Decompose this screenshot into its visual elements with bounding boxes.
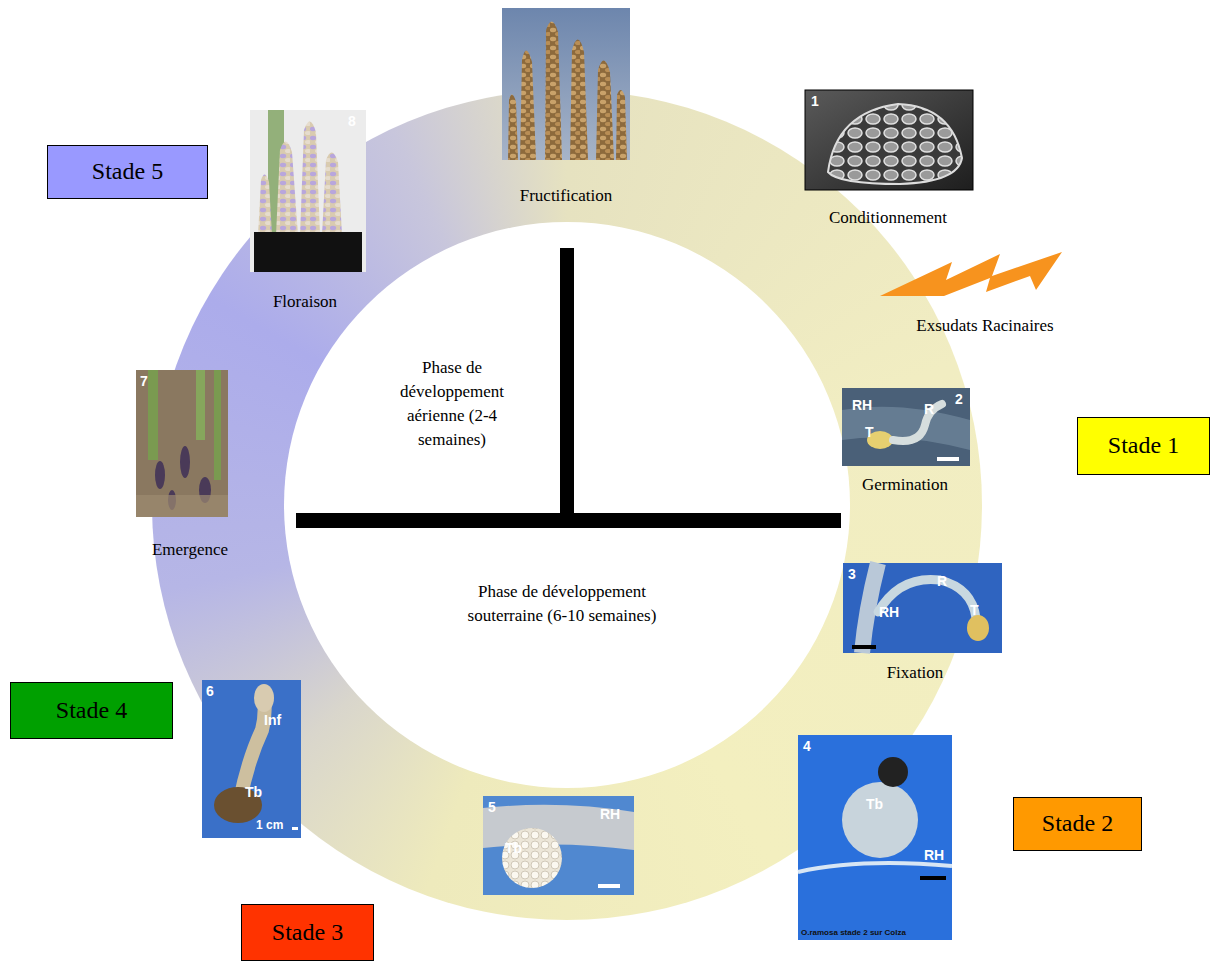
stage-label: Stade 2 xyxy=(1042,810,1113,838)
photo-part-label: Tb xyxy=(245,784,262,800)
photo-number: 4 xyxy=(803,738,811,754)
photo-part-label: T xyxy=(970,602,979,618)
photo-number: 3 xyxy=(848,566,856,582)
photo-part-label: RH xyxy=(852,397,872,413)
stage-box: Stade 5 xyxy=(47,145,208,199)
stage-box: Stade 4 xyxy=(10,682,173,739)
photo-number: 6 xyxy=(206,683,214,699)
stage-caption: Floraison xyxy=(225,292,385,312)
stage-caption: Emergence xyxy=(110,540,270,560)
photo-number: 8 xyxy=(348,113,356,129)
photo-part-label: RH xyxy=(600,806,620,822)
stage-label: Stade 3 xyxy=(272,919,343,947)
photo-part-label: Tb xyxy=(866,796,883,812)
phase-label: Phase de développement aérienne (2-4 sem… xyxy=(377,356,527,452)
stage-box: Stade 2 xyxy=(1013,797,1142,851)
photo-part-label: RH xyxy=(924,847,944,863)
photo-part-label: RH xyxy=(879,604,899,620)
phase-label: Phase de développement souterraine (6-10… xyxy=(452,580,672,628)
stage-caption: Fixation xyxy=(835,663,995,683)
stage-label: Stade 5 xyxy=(92,158,163,186)
stage-box: Stade 1 xyxy=(1077,417,1210,475)
photo-part-label: Tb xyxy=(505,840,522,856)
photo-part-label: Inf xyxy=(264,712,281,728)
stage-box: Stade 3 xyxy=(241,904,374,961)
stage-caption: Fructification xyxy=(466,186,666,206)
photo-part-label: R xyxy=(924,401,934,417)
stage-label: Stade 4 xyxy=(56,697,127,725)
stage-caption: Conditionnement xyxy=(788,208,988,228)
photo-number: 1 xyxy=(811,93,819,109)
stage-caption: Exsudats Racinaires xyxy=(875,316,1095,336)
scale-label: 1 cm xyxy=(256,818,283,832)
stage-label: Stade 1 xyxy=(1108,432,1179,460)
photo-note: O.ramosa stade 2 sur Colza xyxy=(801,928,906,938)
photo-number: 2 xyxy=(955,391,963,407)
photo-number: 7 xyxy=(140,373,148,389)
photo-part-label: T xyxy=(865,424,874,440)
stage-caption: Germination xyxy=(825,475,985,495)
photo-number: 5 xyxy=(488,799,496,815)
photo-part-label: R xyxy=(937,573,947,589)
